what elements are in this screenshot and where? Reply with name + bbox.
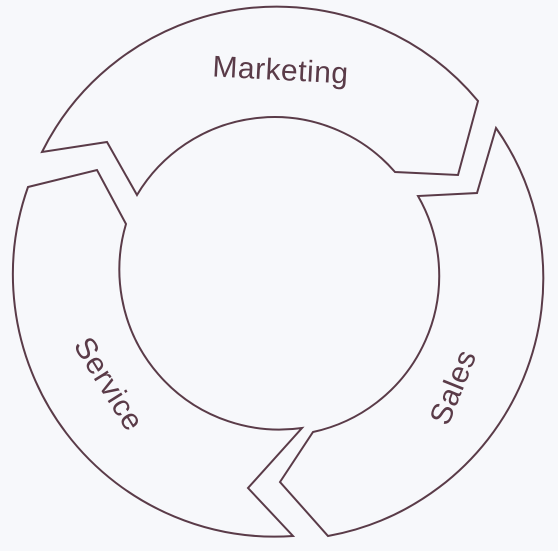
sales-segment [278,125,545,538]
marketing-segment [40,5,480,197]
marketing-label: Marketing [212,50,350,90]
service-segment [11,168,305,538]
